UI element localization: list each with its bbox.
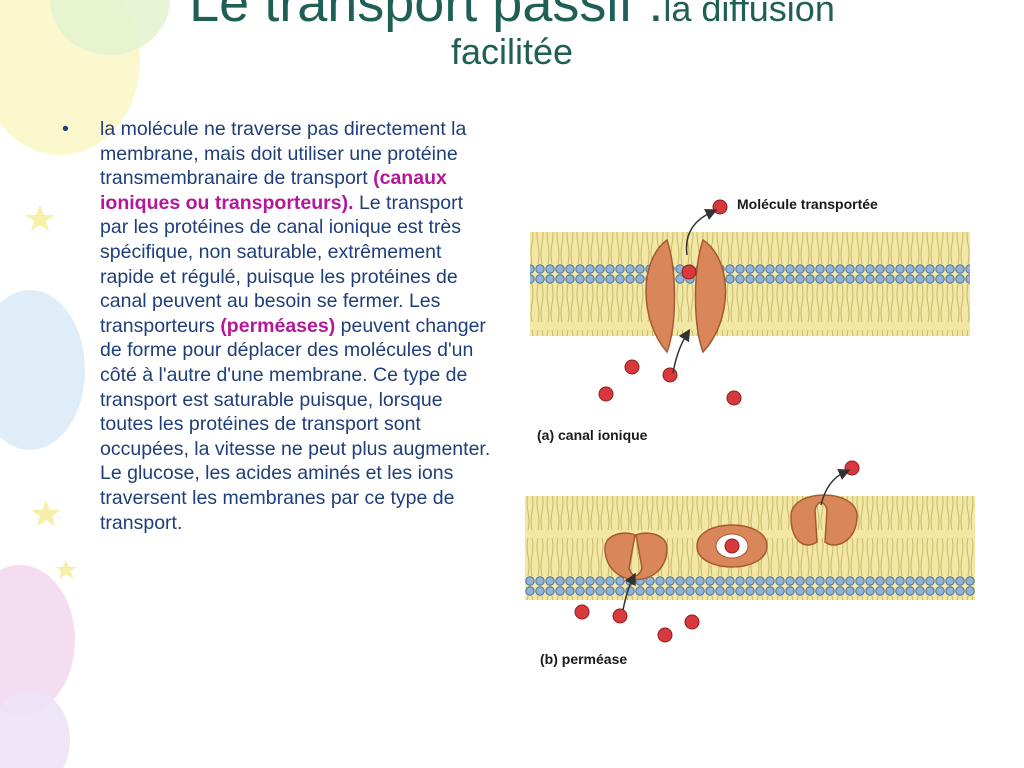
permease-open-bottom (604, 532, 668, 581)
balloon-blue-mid (0, 290, 85, 450)
caption-ion-channel: (a) canal ionique (537, 427, 648, 443)
membrane-lipids-a (530, 232, 970, 336)
title-line2: facilitée (450, 31, 574, 72)
balloon-green-top (50, 0, 170, 55)
channel-protein-left (645, 238, 676, 354)
caption-permease: (b) perméase (540, 651, 627, 667)
molecule-label: Molécule transportée (737, 196, 878, 212)
paragraph-text-2: Le transport par les protéines de canal … (100, 191, 464, 337)
molecules-b (574, 460, 860, 643)
permease-open-top (790, 494, 858, 546)
balloon-pink-bottom (0, 565, 75, 715)
slide-title: Le transport passif :la diffusion facili… (0, 0, 1024, 70)
balloon-lavender-bottom (0, 690, 70, 768)
bullet-paragraph: la molécule ne traverse pas directement … (100, 117, 492, 535)
arrow-permease-out (820, 468, 851, 506)
title-sub: la diffusion (663, 0, 835, 29)
bullet-list: • la molécule ne traverse pas directemen… (62, 117, 492, 535)
arrow-permease-in (622, 572, 636, 611)
channel-protein-right (694, 238, 727, 354)
paragraph-text-3: peuvent changer de forme pour déplacer d… (100, 314, 491, 534)
bullet-dot: • (62, 118, 69, 140)
highlight-permeases: (perméases) (220, 314, 336, 337)
panel-ion-channel: Molécule transportée (a) canal ionique (530, 196, 970, 443)
arrow-up-outer (685, 208, 718, 256)
paragraph-text-1: la molécule ne traverse pas directement … (100, 118, 467, 190)
title-main: Le transport passif : (189, 0, 664, 33)
star-decorations (25, 205, 77, 579)
highlight-channels: (canaux ioniques ou transporteurs). (100, 167, 447, 214)
arrow-up-inner (672, 328, 691, 374)
membrane-figure: Molécule transportée (a) canal ionique (… (525, 196, 975, 667)
panel-permease: (b) perméase (525, 460, 975, 667)
